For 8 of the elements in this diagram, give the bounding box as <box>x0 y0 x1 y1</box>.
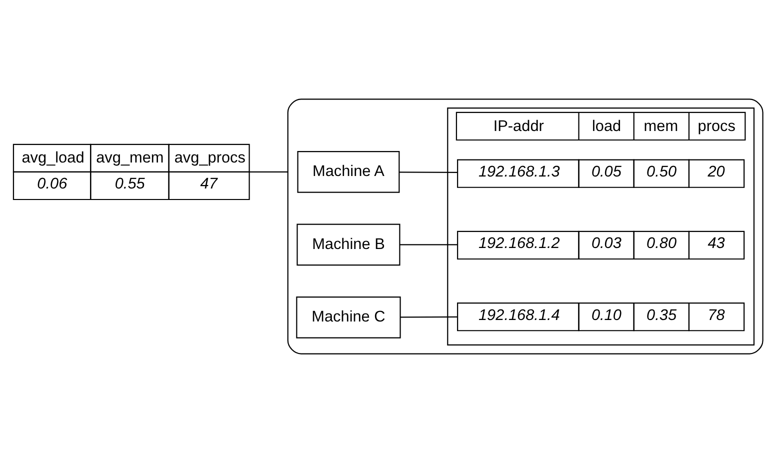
node-box: Machine A <box>297 150 400 192</box>
node-box: Machine C <box>296 296 401 338</box>
cluster <box>287 98 764 354</box>
connector <box>399 171 458 172</box>
connector <box>249 170 288 172</box>
connector <box>400 316 458 318</box>
connector <box>400 244 458 245</box>
node-box: Machine B <box>296 223 400 266</box>
